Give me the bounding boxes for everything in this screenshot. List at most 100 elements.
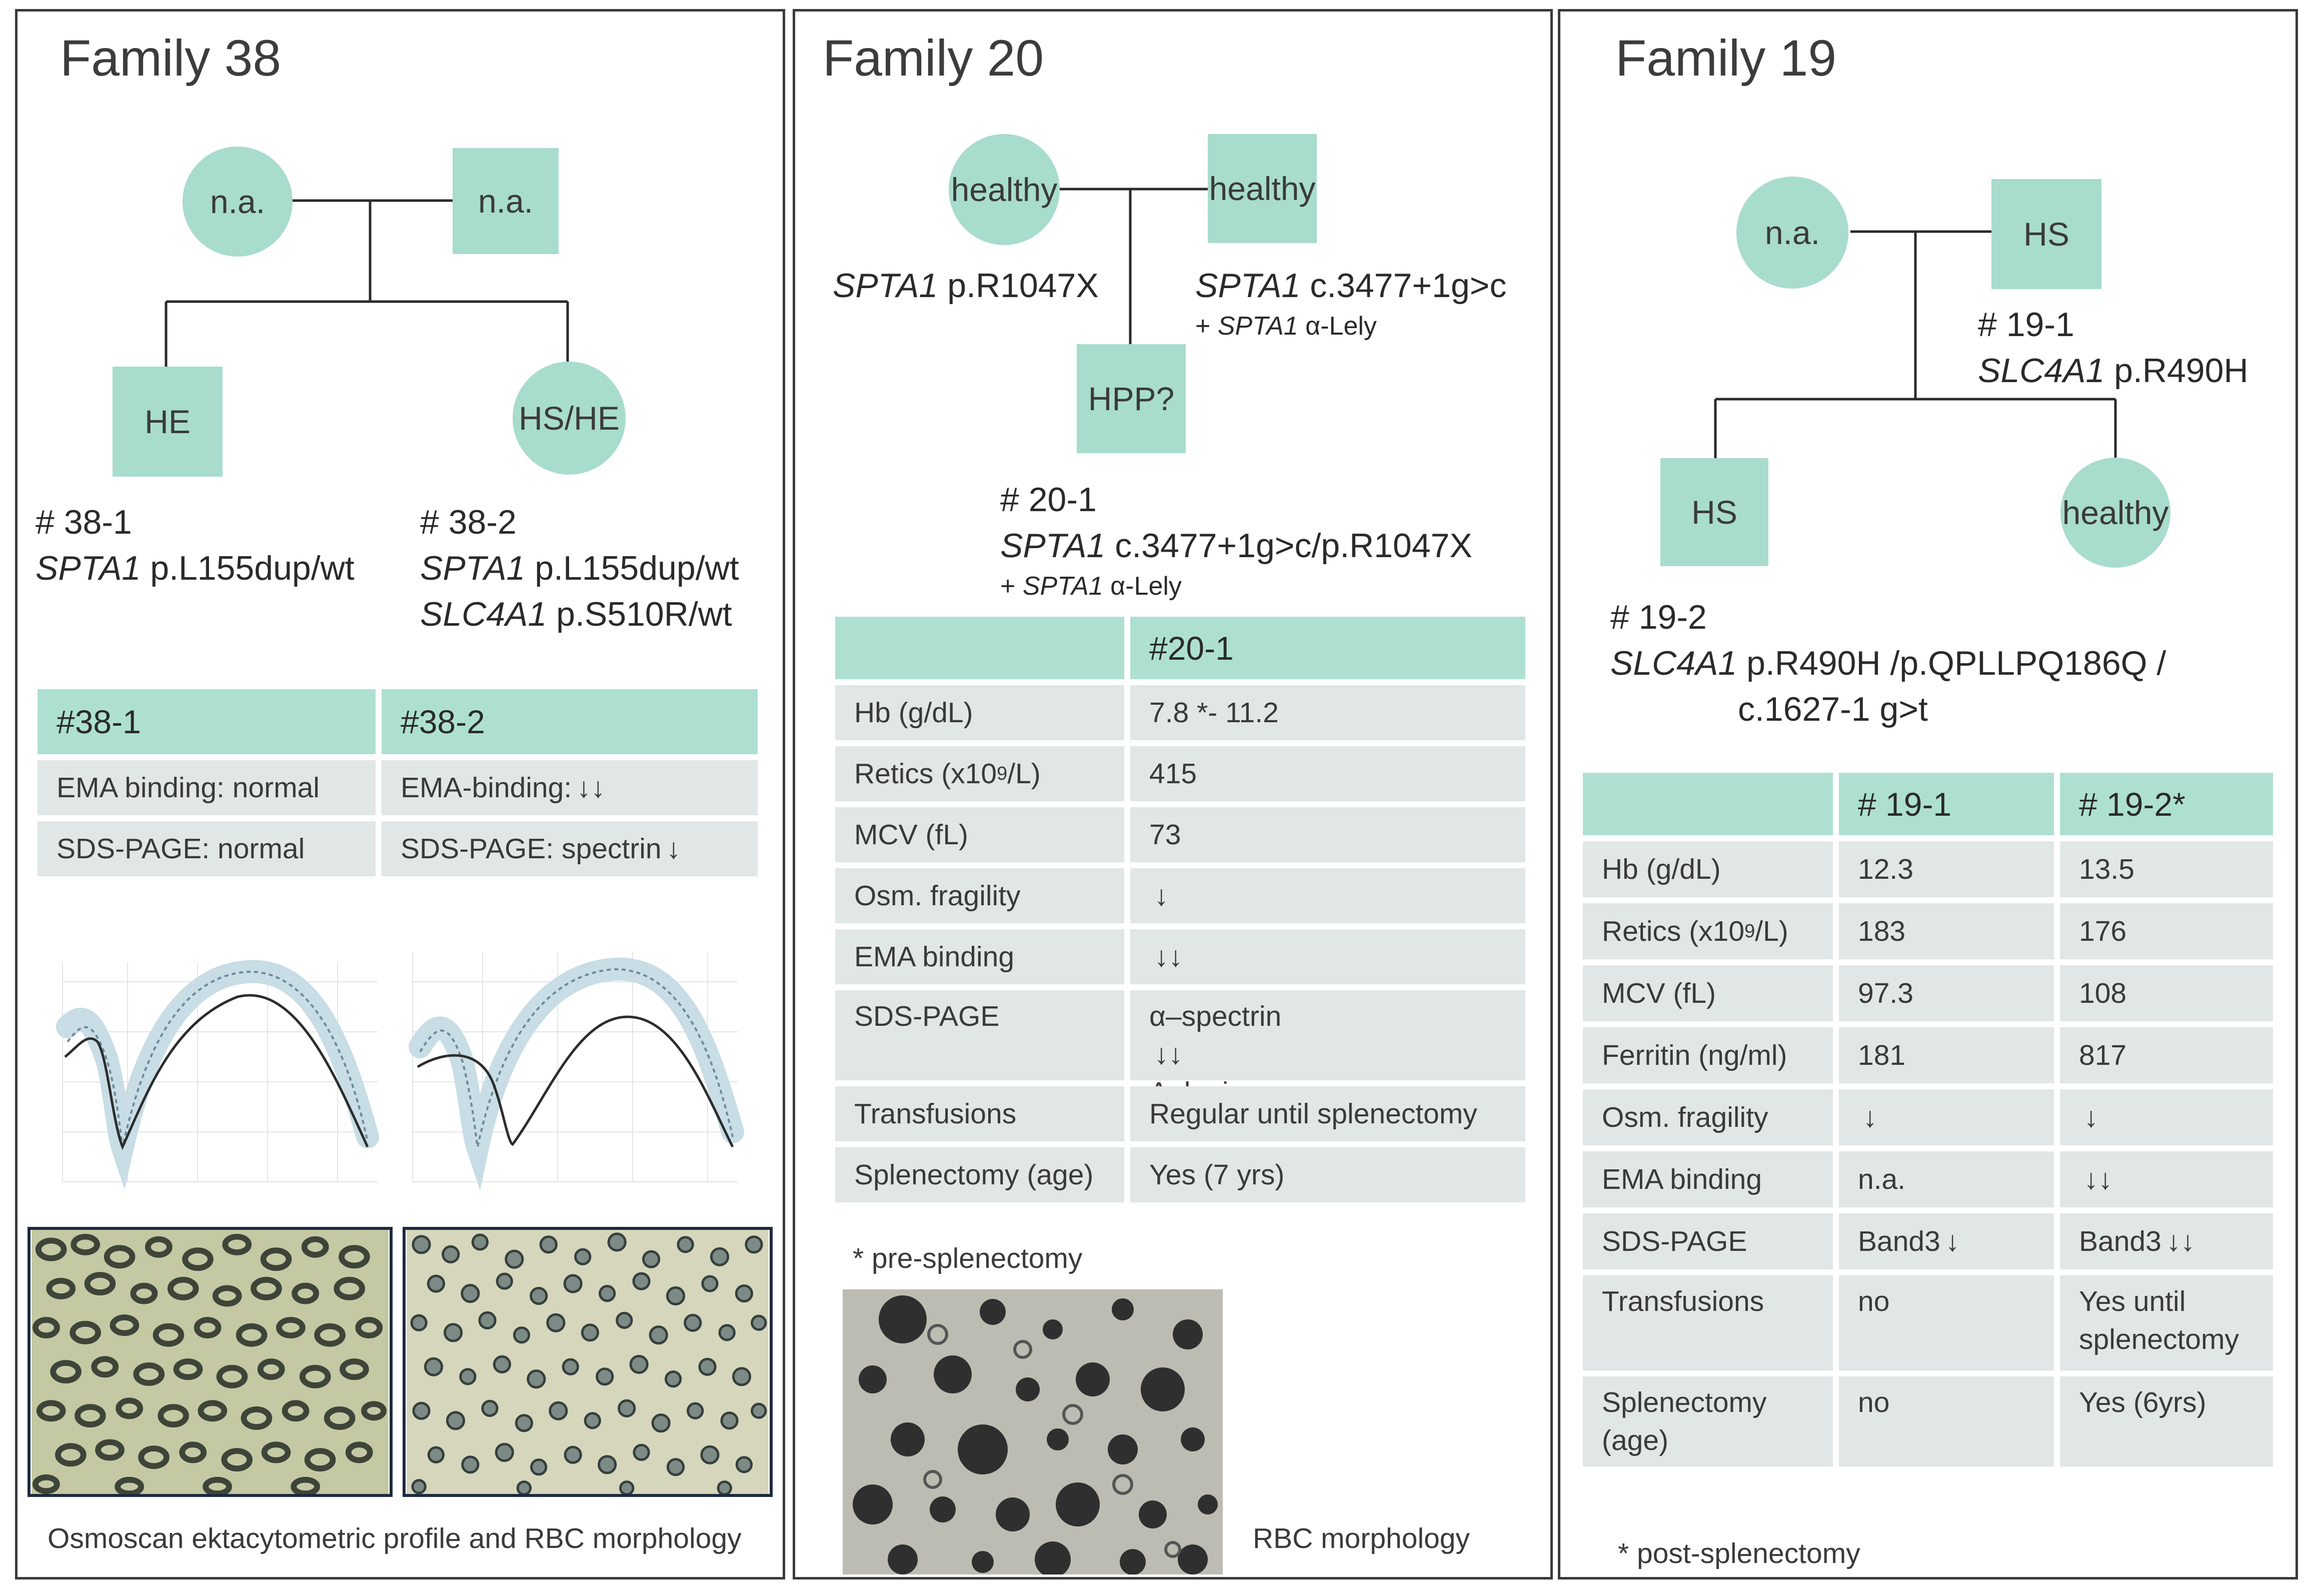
family20-father-annotation: SPTA1 c.3477+1g>c + SPTA1 α-Lely	[1195, 263, 1507, 344]
family19-label-splenectomy: Splenectomy (age)	[1583, 1376, 1833, 1466]
family19-child1-id: # 19-2	[1610, 598, 1707, 636]
family19-father-annotation: # 19-1 SLC4A1 p.R490H	[1978, 302, 2248, 394]
table-row: SDS-PAGE: normal SDS-PAGE: spectrin ↓	[38, 821, 758, 876]
family38-child1-id: # 38-1	[36, 503, 132, 541]
family20-child-annotation: # 20-1 SPTA1 c.3477+1g>c/p.R1047X + SPTA…	[1000, 477, 1472, 604]
family19-father-node: HS	[1991, 179, 2101, 289]
family20-child-extra-variant: α-Lely	[1103, 572, 1182, 601]
family19-retics-label-sup: 9	[1744, 921, 1755, 942]
family20-label-transfusions: Transfusions	[835, 1086, 1124, 1141]
family20-label-hb: Hb (g/dL)	[835, 685, 1124, 740]
family20-value-transfusions: Regular until splenectomy	[1130, 1086, 1525, 1141]
family38-mother-node: n.a.	[183, 147, 293, 257]
double-down-arrow-icon: ↓↓	[2084, 1163, 2112, 1195]
family19-retics-label-pre: Retics (x10	[1602, 915, 1745, 947]
family19-v1-splenectomy: no	[1839, 1376, 2054, 1466]
table-row: Transfusions no Yes until splenectomy	[1583, 1275, 2273, 1370]
family38-child2-gene2: SLC4A1	[420, 595, 547, 633]
family38-child2-id: # 38-2	[420, 503, 517, 541]
family20-child-gene: SPTA1	[1000, 527, 1106, 565]
family20-header-20-1: #20-1	[1130, 617, 1525, 679]
down-arrow-icon: ↓	[1863, 1101, 1877, 1133]
family19-v2-mcv: 108	[2060, 965, 2273, 1021]
family38-child1-node: HE	[113, 367, 223, 477]
family20-caption: RBC morphology	[1253, 1522, 1470, 1554]
family19-retics-label-post: /L)	[1755, 915, 1788, 947]
family20-label-osm: Osm. fragility	[835, 868, 1124, 923]
family20-value-osm: ↓	[1130, 868, 1525, 923]
family20-father-variant: c.3477+1g>c	[1300, 267, 1507, 305]
table-row: EMA binding: normal EMA-binding: ↓↓	[38, 760, 758, 815]
table-row: MCV (fL) 97.3 108	[1583, 965, 2273, 1021]
family38-child2-annotation: # 38-2 SPTA1 p.L155dup/wt SLC4A1 p.S510R…	[420, 499, 739, 637]
family38-child2-node: HS/HE	[513, 362, 626, 475]
table-row: Osm. fragility ↓	[835, 868, 1525, 923]
family20-value-hb: 7.8 *- 11.2	[1130, 685, 1525, 740]
family38-sds-text-2: SDS-PAGE: spectrin	[401, 833, 662, 865]
family20-mother-node: healthy	[949, 134, 1060, 245]
table-row: Ferritin (ng/ml) 181 817	[1583, 1027, 2273, 1083]
family20-value-sds: α–spectrin↓↓ Ankyrin↓↓	[1130, 990, 1525, 1146]
family19-child1-variant-cont: c.1627-1 g>t	[1738, 690, 1928, 728]
family38-child2-variant2: p.S510R/wt	[547, 595, 732, 633]
family19-child2-node: healthy	[2060, 458, 2170, 568]
family19-v2-sds: Band3↓↓	[2060, 1213, 2273, 1269]
table-row: EMA binding n.a. ↓↓	[1583, 1151, 2273, 1207]
family38-ema-cell-1: EMA binding: normal	[38, 760, 376, 815]
family20-father-extra-prefix: +	[1195, 312, 1218, 341]
family19-footnote: * post-splenectomy	[1618, 1537, 1860, 1569]
family20-label-splenectomy: Splenectomy (age)	[835, 1147, 1124, 1202]
family38-sds-cell-2: SDS-PAGE: spectrin ↓	[382, 821, 758, 876]
family19-label-ferritin: Ferritin (ng/ml)	[1583, 1027, 1833, 1083]
family19-child1-node: HS	[1660, 458, 1768, 566]
down-arrow-icon: ↓	[1945, 1225, 1960, 1257]
family19-v1-sds-text: Band3	[1858, 1225, 1940, 1257]
family19-header-19-1: # 19-1	[1839, 773, 2054, 835]
family19-splenectomy-label-line2: (age)	[1602, 1424, 1669, 1456]
family38-table: #38-1 #38-2 EMA binding: normal EMA-bind…	[38, 689, 758, 889]
family19-v2-splenectomy: Yes (6yrs)	[2060, 1376, 2273, 1466]
family38-title: Family 38	[60, 30, 282, 87]
table-row: Hb (g/dL) 12.3 13.5	[1583, 841, 2273, 897]
family19-v2-ferritin: 817	[2060, 1027, 2273, 1083]
family38-panel: Family 38 n.a. n.a. HE HS/HE # 38-1 SPTA…	[15, 9, 785, 1579]
family38-child1-variant: p.L155dup/wt	[141, 549, 355, 587]
family19-title: Family 19	[1615, 30, 1837, 87]
family38-ema-text-2: EMA-binding:	[401, 772, 572, 804]
family20-mother-gene: SPTA1	[833, 267, 938, 305]
family20-label-sds: SDS-PAGE	[835, 990, 1124, 1080]
double-down-arrow-icon: ↓↓	[1154, 1038, 1183, 1070]
table-row: SDS-PAGE Band3↓ Band3↓↓	[1583, 1213, 2273, 1269]
family19-label-mcv: MCV (fL)	[1583, 965, 1833, 1021]
table-row: Splenectomy (age) no Yes (6yrs)	[1583, 1376, 2273, 1466]
family20-child-extra-prefix: +	[1000, 572, 1023, 601]
family19-mother-node: n.a.	[1736, 177, 1848, 289]
family19-table: # 19-1 # 19-2* Hb (g/dL) 12.3 13.5 Retic…	[1583, 773, 2273, 1483]
family19-child1-gene: SLC4A1	[1610, 644, 1737, 682]
family38-father-node: n.a.	[453, 148, 559, 254]
family19-header-19-2: # 19-2*	[2060, 773, 2273, 835]
family19-panel: Family 19 n.a. HS HS healthy # 19-1 SLC4…	[1558, 9, 2298, 1579]
family20-child-variant: c.3477+1g>c/p.R1047X	[1105, 527, 1472, 565]
family19-label-hb: Hb (g/dL)	[1583, 841, 1833, 897]
family19-v2-sds-text: Band3	[2079, 1225, 2161, 1257]
family20-sds-line1: α–spectrin	[1149, 1000, 1282, 1032]
family19-v1-ferritin: 181	[1839, 1027, 2054, 1083]
rbc-morphology-image-20-1	[843, 1289, 1223, 1574]
family19-child1-variant: p.R490H /p.QPLLPQ186Q /	[1737, 644, 2166, 682]
family19-father-gene: SLC4A1	[1978, 352, 2105, 390]
family19-v2-osm: ↓	[2060, 1089, 2273, 1145]
family20-mother-annotation: SPTA1 p.R1047X	[833, 263, 1099, 309]
family20-retics-label-sup: 9	[997, 763, 1008, 784]
family20-father-gene: SPTA1	[1195, 267, 1301, 305]
table-row: Hb (g/dL) 7.8 *- 11.2	[835, 685, 1525, 740]
family19-header-blank	[1583, 773, 1833, 835]
double-down-arrow-icon: ↓↓	[2166, 1225, 2195, 1257]
family20-label-mcv: MCV (fL)	[835, 807, 1124, 862]
rbc-morphology-image-38-2	[403, 1227, 773, 1497]
rbc-morphology-image-38-1	[28, 1227, 393, 1497]
